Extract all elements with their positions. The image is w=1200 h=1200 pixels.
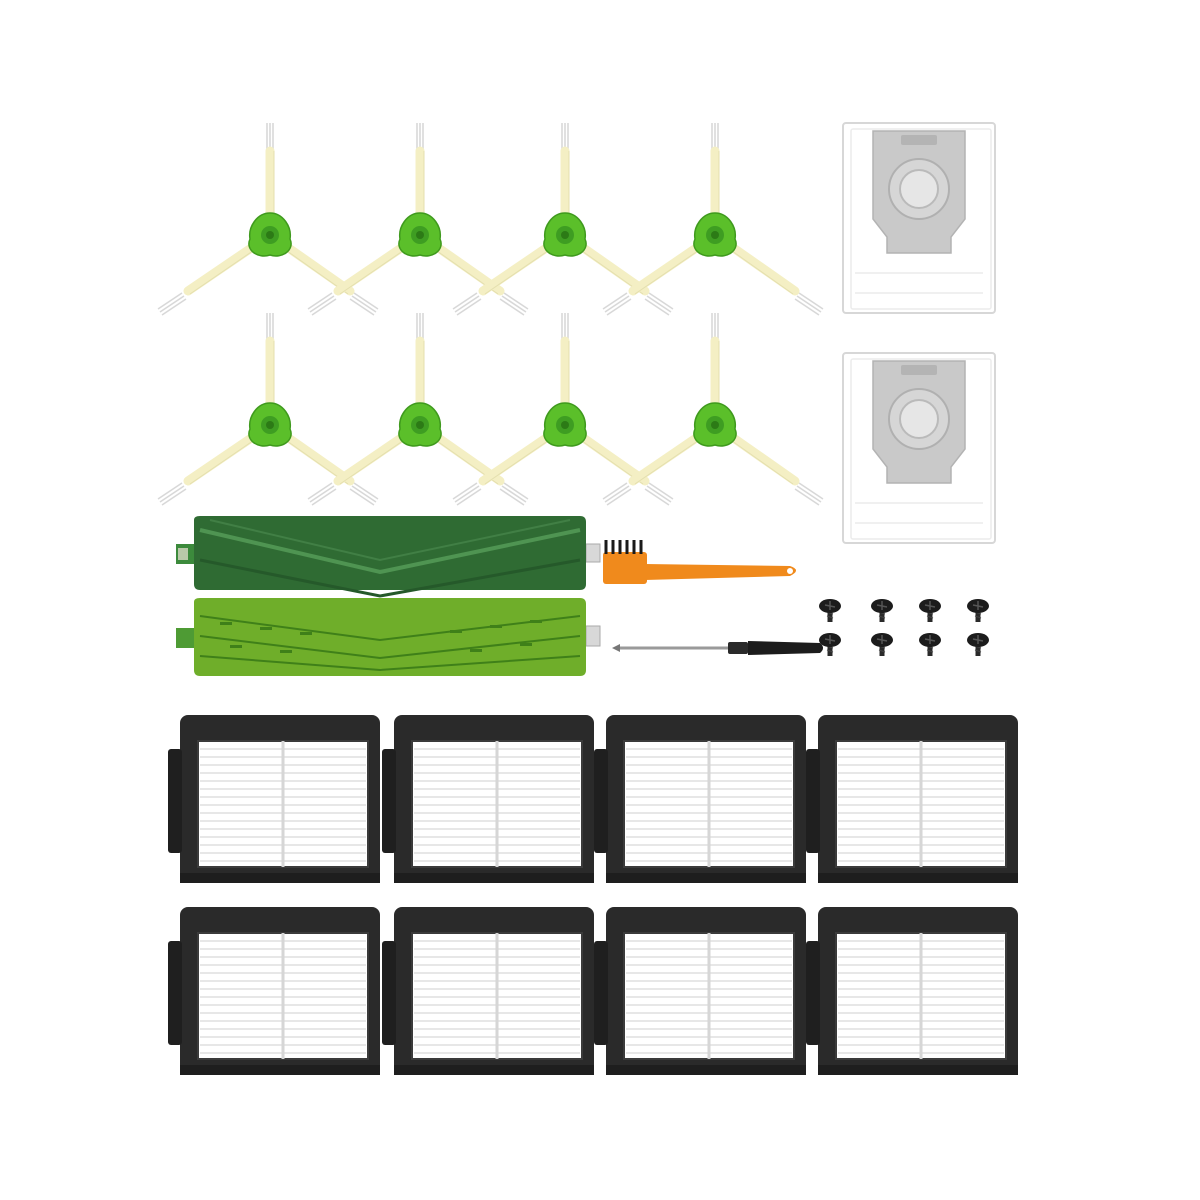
side-brush [603, 313, 823, 505]
screw [870, 632, 894, 657]
hepa-filter [804, 905, 1020, 1077]
screwdriver [612, 641, 823, 655]
screw [966, 632, 990, 657]
dark-roller [176, 516, 601, 598]
hepa-filters [166, 713, 1020, 1077]
screw [918, 598, 942, 623]
side-brushes [158, 123, 823, 505]
side-brush [603, 123, 823, 315]
hepa-filter [804, 713, 1020, 885]
main-rollers [176, 516, 601, 676]
hepa-filter [166, 713, 382, 885]
screw [870, 598, 894, 623]
dust-bag [842, 122, 996, 314]
screws [818, 598, 990, 657]
hepa-filter [380, 713, 596, 885]
hepa-filter [592, 713, 808, 885]
hepa-filter [166, 905, 382, 1077]
hepa-filter [592, 905, 808, 1077]
screw [818, 632, 842, 657]
dust-bag [842, 352, 996, 544]
screw [966, 598, 990, 623]
cleaning-tool [603, 540, 796, 584]
light-roller [176, 598, 601, 676]
screw [818, 598, 842, 623]
hepa-filter [380, 905, 596, 1077]
dust-bags [842, 122, 996, 544]
screw [918, 632, 942, 657]
